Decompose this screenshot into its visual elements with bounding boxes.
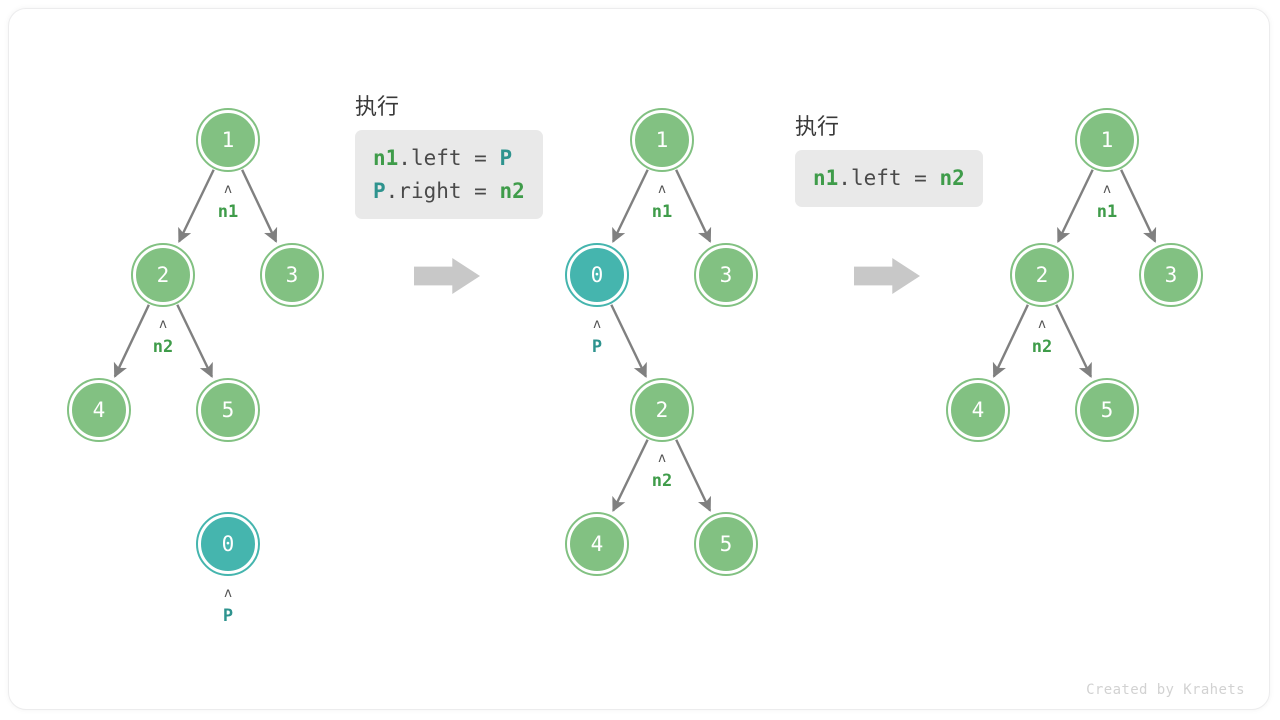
code-token-teal-2: P bbox=[499, 146, 513, 171]
tree-node[interactable]: 5 bbox=[694, 512, 758, 576]
code-token-green-0: n1 bbox=[373, 146, 399, 171]
tree-node[interactable]: 0 bbox=[196, 512, 260, 576]
node-value: 5 bbox=[1100, 397, 1114, 422]
tree-node[interactable]: 4 bbox=[565, 512, 629, 576]
step-1-codebox: n1.left = P P.right = n2 bbox=[355, 130, 543, 220]
node-value: 0 bbox=[221, 531, 235, 556]
node-value: 0 bbox=[590, 262, 604, 287]
node-value: 4 bbox=[971, 397, 985, 422]
node-value: 2 bbox=[655, 397, 669, 422]
code-token-plain-1: .left = bbox=[838, 166, 940, 191]
pointer-name: P bbox=[591, 337, 603, 357]
watermark: Created by Krahets bbox=[1086, 682, 1245, 698]
caret-up-icon: ʌ bbox=[1038, 317, 1046, 332]
step-2-code-line-1: n1.left = n2 bbox=[813, 162, 965, 195]
node-ring bbox=[1075, 108, 1139, 172]
step-2: 执行 n1.left = n2 bbox=[795, 114, 983, 207]
code-token-plain-1: .right = bbox=[385, 178, 500, 203]
step-1-caption: 执行 bbox=[355, 94, 400, 119]
node-ring bbox=[565, 243, 629, 307]
node-value: 4 bbox=[92, 397, 106, 422]
node-ring bbox=[196, 512, 260, 576]
tree-node[interactable]: 1 bbox=[196, 108, 260, 172]
pointer-label: ʌ n1 bbox=[632, 183, 692, 221]
node-ring bbox=[131, 243, 195, 307]
pointer-name: n1 bbox=[217, 202, 239, 222]
tree-node[interactable]: 5 bbox=[1075, 378, 1139, 442]
tree-node[interactable]: 5 bbox=[196, 378, 260, 442]
step-1: 执行 n1.left = P P.right = n2 bbox=[355, 94, 543, 220]
node-ring bbox=[1075, 378, 1139, 442]
code-token-green-2: n2 bbox=[499, 178, 525, 203]
code-token-green-0: n1 bbox=[813, 166, 839, 191]
node-ring bbox=[630, 378, 694, 442]
node-ring bbox=[1010, 243, 1074, 307]
pointer-label: ʌ n1 bbox=[198, 183, 258, 221]
pointer-name: n2 bbox=[651, 471, 673, 491]
node-value: 2 bbox=[1035, 262, 1049, 287]
node-value: 3 bbox=[719, 262, 733, 287]
node-ring bbox=[67, 378, 131, 442]
caret-up-icon: ʌ bbox=[224, 586, 232, 601]
pointer-name: n1 bbox=[1096, 202, 1118, 222]
caret-up-icon: ʌ bbox=[658, 182, 666, 197]
step-1-code-line-2: P.right = n2 bbox=[373, 175, 525, 208]
tree-node[interactable]: 0 bbox=[565, 243, 629, 307]
tree-node[interactable]: 1 bbox=[1075, 108, 1139, 172]
code-token-plain-1: .left = bbox=[398, 146, 500, 171]
node-ring bbox=[196, 108, 260, 172]
node-value: 3 bbox=[1164, 262, 1178, 287]
node-value: 4 bbox=[590, 531, 604, 556]
node-ring bbox=[565, 512, 629, 576]
tree-node[interactable]: 4 bbox=[946, 378, 1010, 442]
caret-up-icon: ʌ bbox=[224, 182, 232, 197]
step-1-code-line-1: n1.left = P bbox=[373, 142, 525, 175]
node-value: 1 bbox=[221, 127, 235, 152]
code-token-green-2: n2 bbox=[939, 166, 965, 191]
node-ring bbox=[946, 378, 1010, 442]
pointer-name: n2 bbox=[1031, 337, 1053, 357]
tree-node[interactable]: 3 bbox=[694, 243, 758, 307]
node-value: 1 bbox=[1100, 127, 1114, 152]
code-token-teal-0: P bbox=[373, 178, 386, 203]
tree-node[interactable]: 4 bbox=[67, 378, 131, 442]
pointer-label: ʌ n2 bbox=[133, 318, 193, 356]
node-ring bbox=[260, 243, 324, 307]
node-ring bbox=[694, 512, 758, 576]
caret-up-icon: ʌ bbox=[159, 317, 167, 332]
pointer-name: n1 bbox=[651, 202, 673, 222]
caret-up-icon: ʌ bbox=[1103, 182, 1111, 197]
pointer-label: ʌ n2 bbox=[1012, 318, 1072, 356]
pointer-label: ʌ n1 bbox=[1077, 183, 1137, 221]
node-value: 3 bbox=[285, 262, 299, 287]
node-value: 1 bbox=[655, 127, 669, 152]
step-2-caption: 执行 bbox=[795, 114, 840, 139]
node-ring bbox=[1139, 243, 1203, 307]
node-value: 2 bbox=[156, 262, 170, 287]
tree-node[interactable]: 2 bbox=[1010, 243, 1074, 307]
pointer-name: P bbox=[222, 606, 234, 626]
tree-node[interactable]: 1 bbox=[630, 108, 694, 172]
tree-node[interactable]: 3 bbox=[1139, 243, 1203, 307]
node-ring bbox=[694, 243, 758, 307]
node-ring bbox=[630, 108, 694, 172]
tree-node[interactable]: 2 bbox=[131, 243, 195, 307]
tree-node[interactable]: 2 bbox=[630, 378, 694, 442]
step-2-codebox: n1.left = n2 bbox=[795, 150, 983, 207]
node-value: 5 bbox=[719, 531, 733, 556]
caret-up-icon: ʌ bbox=[593, 317, 601, 332]
pointer-name: n2 bbox=[152, 337, 174, 357]
caret-up-icon: ʌ bbox=[658, 451, 666, 466]
node-value: 5 bbox=[221, 397, 235, 422]
node-ring bbox=[196, 378, 260, 442]
pointer-label: ʌ n2 bbox=[632, 452, 692, 490]
tree-node[interactable]: 3 bbox=[260, 243, 324, 307]
